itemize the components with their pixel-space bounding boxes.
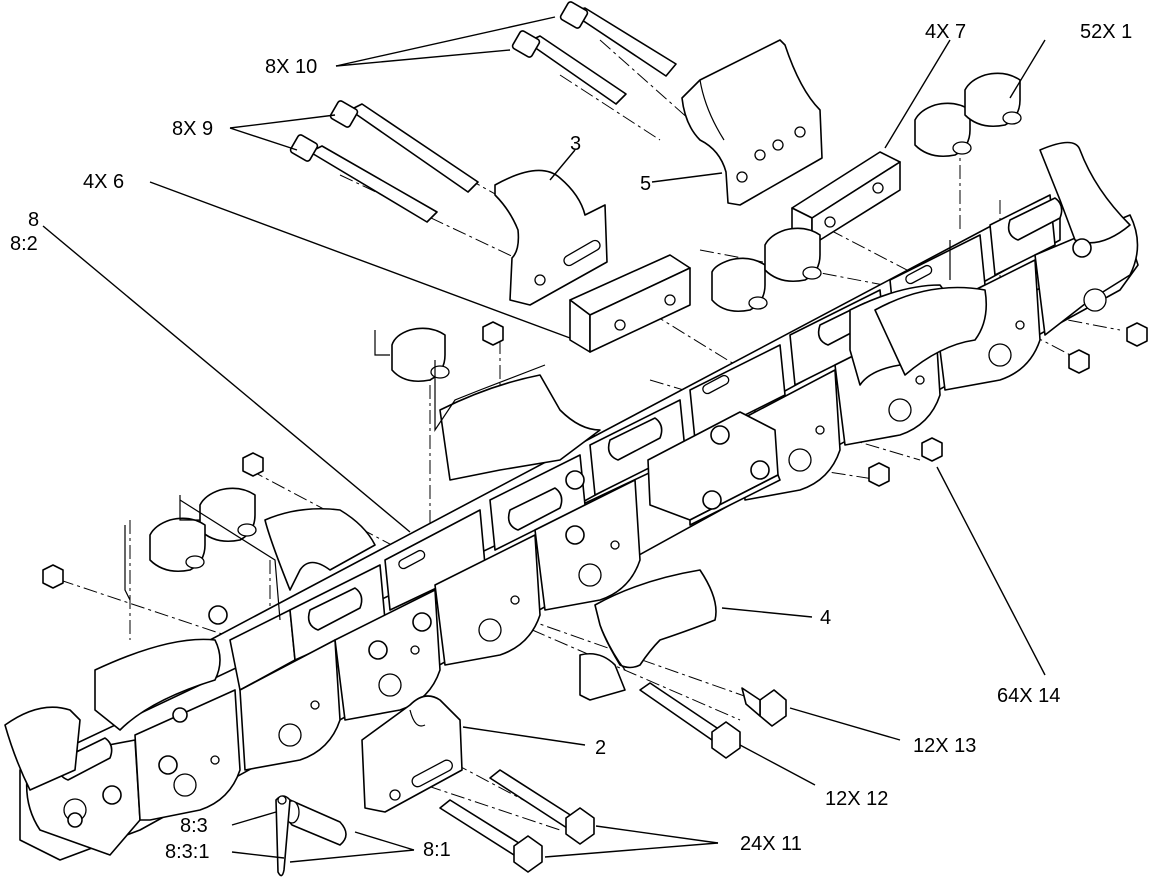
label-12x13: 12X 13 [913, 735, 976, 757]
bolts-part-12 [639, 682, 741, 759]
cup-tooth-part-4 [579, 569, 717, 701]
mounted-brackets [647, 411, 781, 526]
pin-part-8-1 [284, 799, 347, 846]
bolts-part-11 [439, 769, 595, 873]
bolts-part-10 [511, 1, 677, 105]
label-8-3-1: 8:3:1 [165, 841, 209, 863]
label-12x12: 12X 12 [825, 788, 888, 810]
leader-lines [42, 16, 1046, 863]
callout-labels: 8X 10 52X 1 4X 7 8X 9 3 5 4X 6 8 8:2 4 6… [10, 21, 1132, 863]
label-4x6: 4X 6 [83, 171, 124, 193]
label-3: 3 [570, 133, 581, 155]
nuts-part-14 [42, 321, 1148, 589]
label-8x10: 8X 10 [265, 56, 317, 78]
sleeve-bushings [149, 72, 1022, 573]
mounted-cup-teeth [4, 141, 1131, 791]
label-4: 4 [820, 607, 831, 629]
label-8-3: 8:3 [180, 815, 208, 837]
chain-nuts [67, 238, 1092, 828]
tooth-bracket-part-3 [494, 169, 608, 306]
label-24x11: 24X 11 [740, 833, 802, 855]
label-8-2: 8:2 [10, 233, 38, 255]
spacer-block-part-6 [569, 254, 691, 353]
label-8: 8 [28, 209, 39, 231]
cotter-pin-part-8-3 [275, 795, 291, 877]
label-52x1: 52X 1 [1080, 21, 1132, 43]
label-8x9: 8X 9 [172, 118, 213, 140]
label-2: 2 [595, 737, 606, 759]
cutter-bracket-part-5 [681, 39, 823, 206]
phantom-outlines [124, 240, 951, 621]
bolts-part-9 [289, 100, 479, 223]
label-64x14: 64X 14 [997, 685, 1060, 707]
label-4x7: 4X 7 [925, 21, 966, 43]
label-5: 5 [640, 173, 651, 195]
lower-link-plates [25, 214, 1139, 856]
tooth-bracket-part-2 [361, 695, 463, 813]
bolts-part-13 [741, 687, 787, 727]
label-8-1: 8:1 [423, 839, 451, 861]
trencher-chain-assembly [4, 72, 1139, 861]
